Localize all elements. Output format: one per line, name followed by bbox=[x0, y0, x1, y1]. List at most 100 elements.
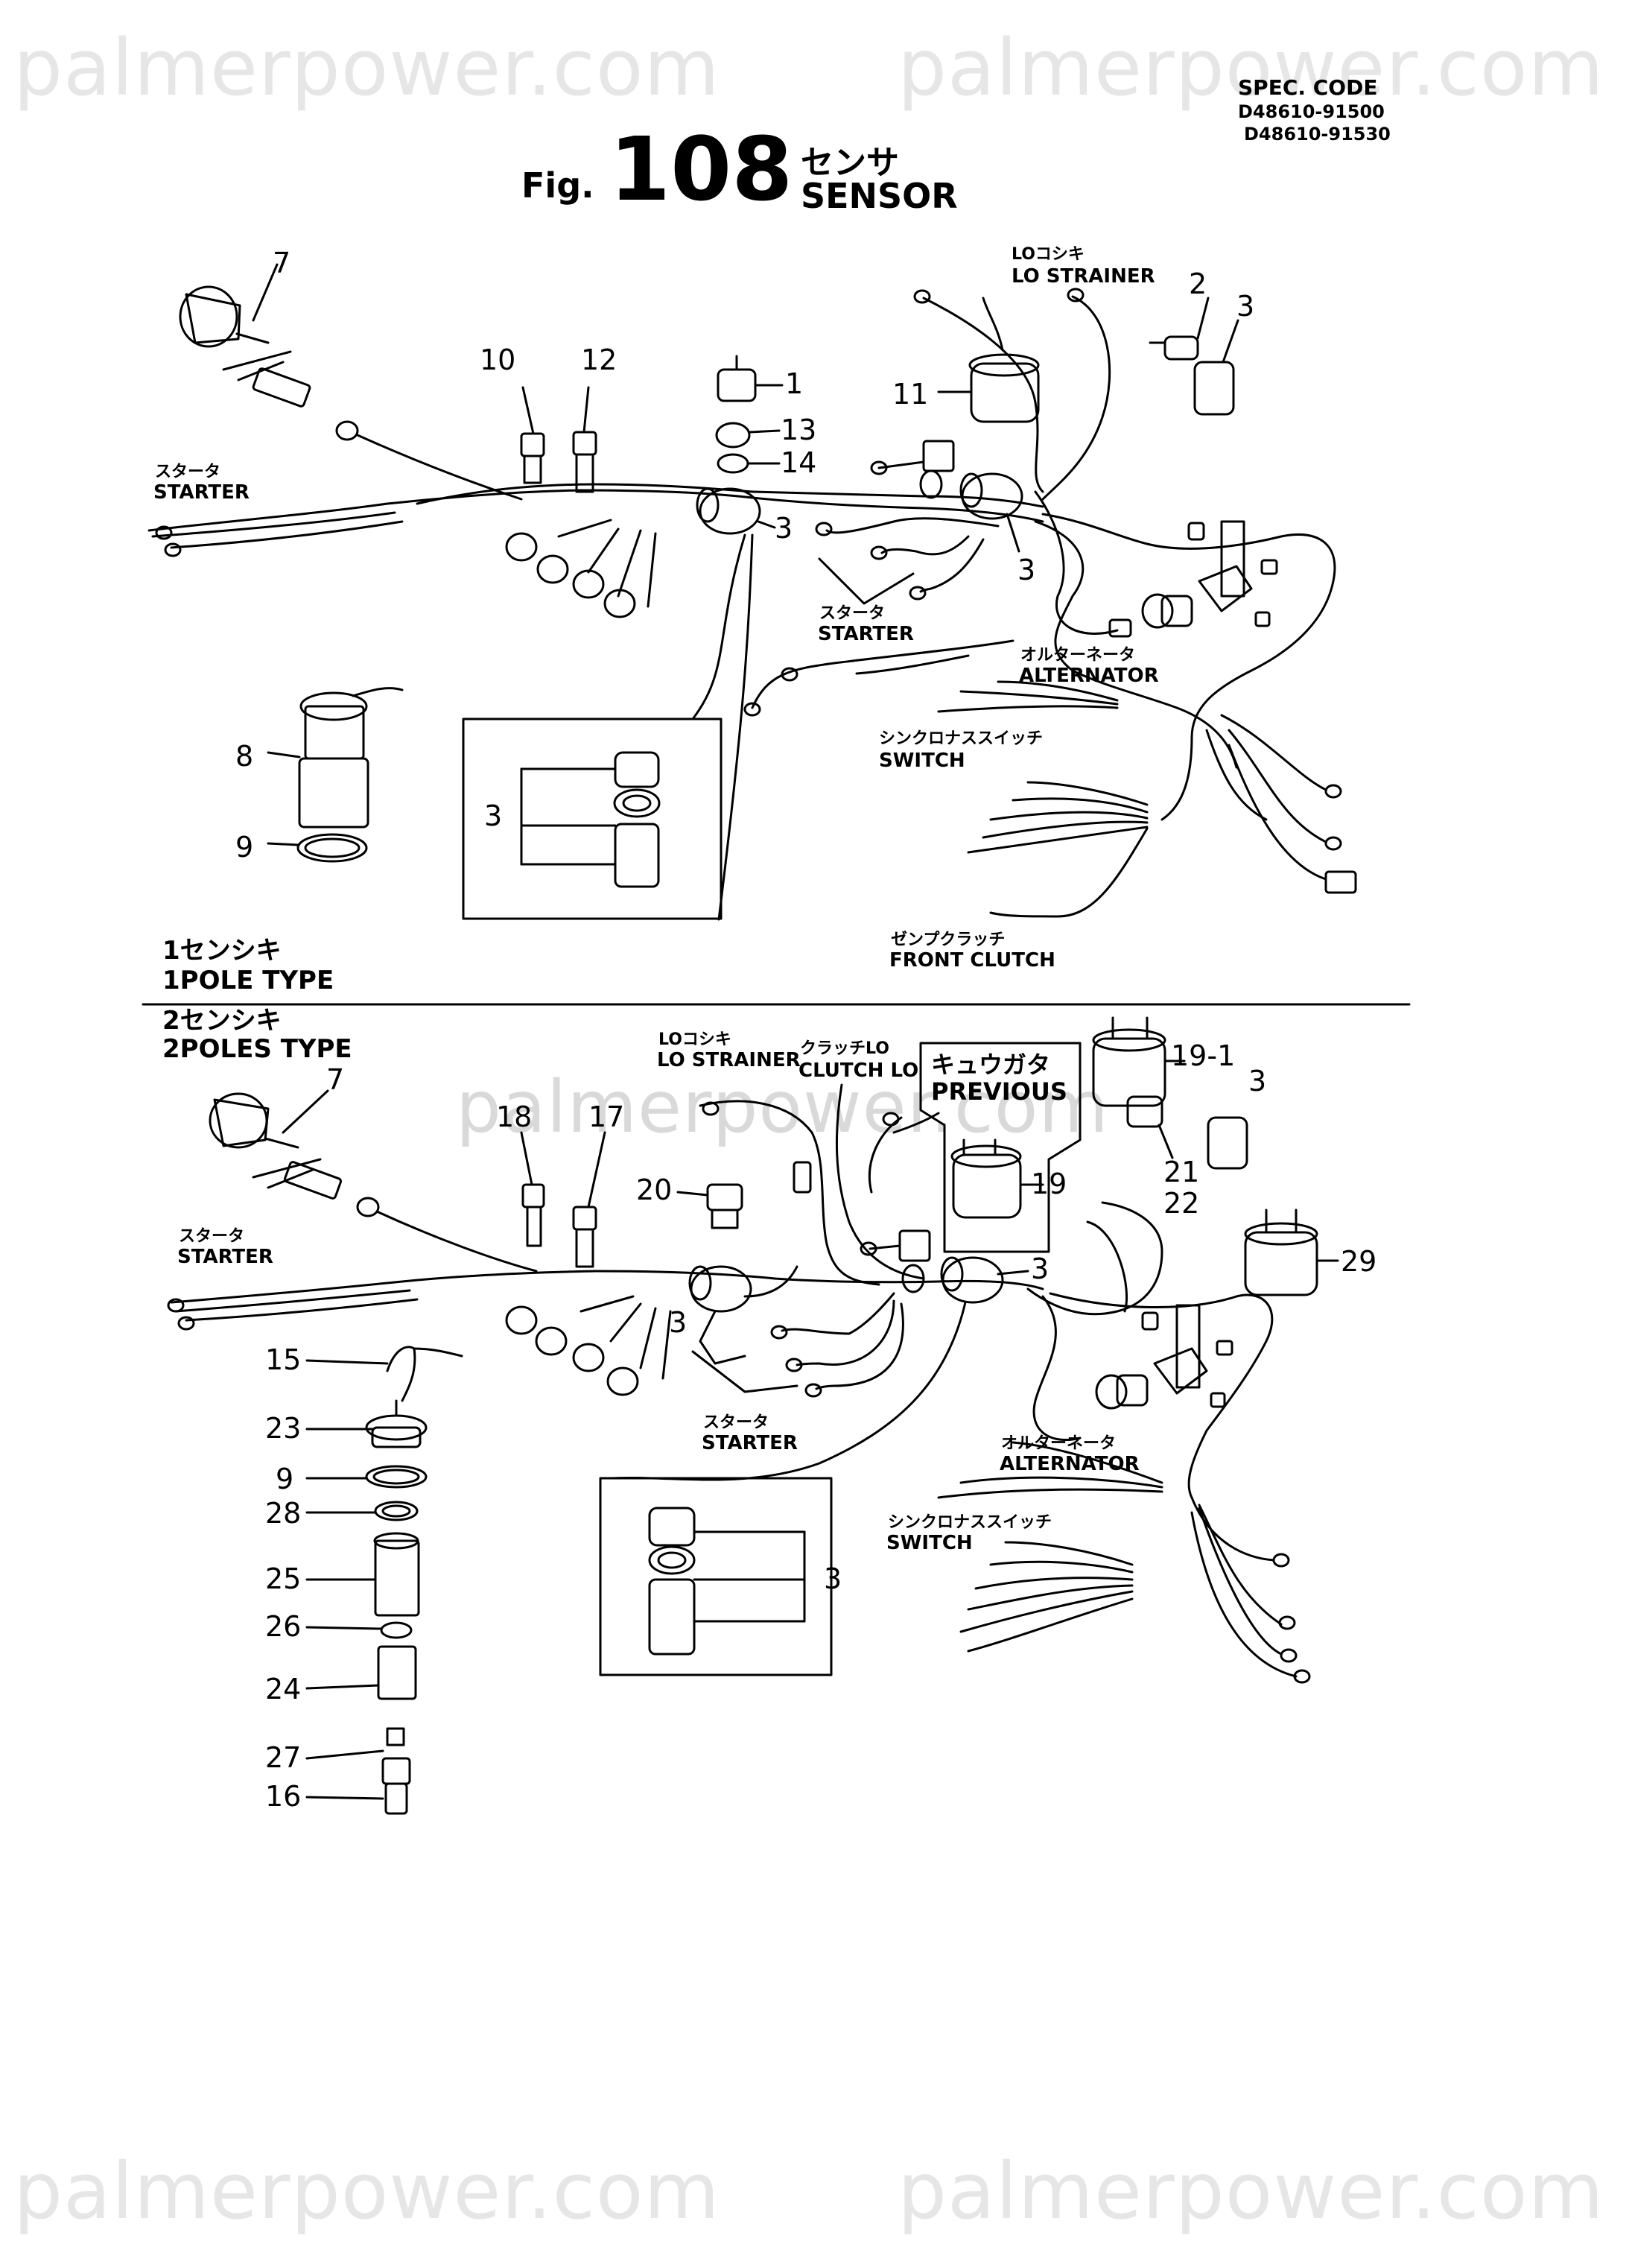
starter-ja-upper-mid: スタータ bbox=[819, 604, 886, 623]
watermark-middle: palmerpower.com bbox=[456, 1065, 1109, 1149]
callout-27: 27 bbox=[265, 1741, 302, 1774]
cap-3-upper bbox=[1193, 319, 1239, 416]
detail-box-lower bbox=[599, 1477, 833, 1676]
callout-10: 10 bbox=[480, 343, 516, 376]
callout-2-upper: 2 bbox=[1189, 267, 1207, 300]
wire-harness-upper-right bbox=[1034, 513, 1357, 894]
clutch-lo-ja: クラッチLO bbox=[800, 1039, 889, 1058]
two-pole-en: 2POLES TYPE bbox=[162, 1034, 352, 1064]
sensor-8 bbox=[267, 687, 404, 829]
starter-en-lower-left: STARTER bbox=[177, 1246, 273, 1268]
callout-1: 1 bbox=[785, 367, 804, 400]
callout-19-1: 19-1 bbox=[1171, 1039, 1236, 1072]
switch-en-lower: SWITCH bbox=[886, 1532, 973, 1554]
callout-16: 16 bbox=[265, 1780, 302, 1813]
callout-25: 25 bbox=[265, 1562, 302, 1595]
figure-title-ja: センサ bbox=[801, 144, 899, 182]
sensor-11 bbox=[937, 297, 1040, 423]
callout-26: 26 bbox=[265, 1610, 302, 1643]
o-ring-9-upper bbox=[267, 833, 368, 863]
callout-3-lower-c: 3 bbox=[669, 1306, 688, 1339]
lo-strainer-ja-lower: LOコシキ bbox=[658, 1030, 731, 1049]
clamp-upper bbox=[870, 440, 955, 499]
starter-ja-upper-left: スタータ bbox=[155, 463, 221, 481]
alternator-en-upper: ALTERNATOR bbox=[1019, 665, 1159, 687]
switch-ja-lower: シンクロナススイッチ bbox=[888, 1513, 1052, 1532]
starter-leads-upper-mid bbox=[815, 517, 1000, 605]
connector-3-upper-b bbox=[959, 472, 1023, 553]
connector-3-lower-b bbox=[609, 1256, 1029, 1481]
front-clutch-ja: ゼンプクラッチ bbox=[891, 931, 1006, 949]
spec-code-title: SPEC. CODE bbox=[1238, 75, 1378, 100]
lo-strainer-leads-upper bbox=[913, 288, 1132, 638]
one-pole-ja: 1センシキ bbox=[162, 936, 282, 966]
sensor-19-1 bbox=[1092, 1016, 1186, 1107]
starter-en-lower-mid: STARTER bbox=[702, 1432, 798, 1454]
sensor-10 bbox=[520, 386, 545, 484]
one-pole-en: 1POLE TYPE bbox=[162, 966, 334, 995]
alternator-ja-upper: オルターネータ bbox=[1020, 646, 1136, 665]
starter-ja-lower-mid: スタータ bbox=[703, 1413, 769, 1432]
watermark-bottom-right: palmerpower.com bbox=[898, 2146, 1604, 2237]
wire-harness-lower-right bbox=[1026, 1201, 1311, 1684]
sensor-29 bbox=[1244, 1209, 1339, 1296]
two-pole-ja: 2センシキ bbox=[162, 1006, 282, 1036]
sensor-2-upper bbox=[1149, 297, 1210, 361]
callout-3-lower-a: 3 bbox=[1248, 1065, 1267, 1097]
previous-ja: キュウガタ bbox=[931, 1051, 1051, 1079]
figure-number: 108 bbox=[609, 118, 793, 221]
callout-13: 13 bbox=[781, 414, 817, 446]
callout-7-lower: 7 bbox=[326, 1063, 345, 1096]
starter-ja-lower-left: スタータ bbox=[179, 1227, 245, 1246]
spec-code-2: D48610-91530 bbox=[1244, 124, 1391, 145]
callout-28: 28 bbox=[265, 1497, 302, 1530]
alternator-en-lower: ALTERNATOR bbox=[1000, 1453, 1140, 1475]
switch-ja-upper: シンクロナススイッチ bbox=[879, 729, 1044, 748]
tacho-sensor-7-lower bbox=[209, 1089, 538, 1273]
figure-title-en: SENSOR bbox=[801, 176, 958, 216]
sensor-17 bbox=[572, 1131, 606, 1268]
spec-code-1: D48610-91500 bbox=[1238, 101, 1385, 122]
switch-en-upper: SWITCH bbox=[879, 750, 965, 772]
callout-15: 15 bbox=[265, 1343, 302, 1376]
callout-11: 11 bbox=[892, 378, 929, 411]
nut-13 bbox=[715, 422, 781, 449]
sensor-21 bbox=[1126, 1095, 1174, 1159]
starter-leads-lower-mid bbox=[691, 1292, 904, 1398]
washer-14 bbox=[717, 453, 781, 474]
callout-24: 24 bbox=[265, 1673, 302, 1705]
callout-3-lower-d: 3 bbox=[824, 1562, 842, 1595]
switch-leads-lower bbox=[937, 1441, 1163, 1653]
lo-strainer-en-lower: LO STRAINER bbox=[657, 1049, 801, 1071]
callout-22: 22 bbox=[1163, 1187, 1200, 1220]
alternator-parts-upper bbox=[1141, 520, 1278, 629]
callout-14: 14 bbox=[781, 446, 817, 479]
callout-7-upper: 7 bbox=[273, 247, 291, 279]
switch-leads-upper bbox=[743, 639, 1149, 918]
callout-3-upper-c: 3 bbox=[1017, 554, 1036, 586]
wire-harness-lower bbox=[167, 1270, 1044, 1396]
previous-en: PREVIOUS bbox=[931, 1077, 1067, 1106]
sensor-20 bbox=[676, 1183, 743, 1229]
callout-9-lower: 9 bbox=[276, 1463, 294, 1495]
cap-3-lower bbox=[1207, 1116, 1248, 1170]
lower-leads-top bbox=[699, 1083, 940, 1286]
callout-12: 12 bbox=[581, 343, 617, 376]
callout-3-upper-d: 3 bbox=[484, 799, 503, 832]
callout-20: 20 bbox=[636, 1173, 673, 1206]
connector-3-lower-a bbox=[688, 1265, 798, 1365]
clamp-lower bbox=[860, 1229, 931, 1293]
wire-harness-upper bbox=[147, 483, 1044, 618]
connector-3-upper-a bbox=[691, 487, 776, 921]
previous-frame bbox=[919, 1042, 1082, 1253]
front-clutch-en: FRONT CLUTCH bbox=[889, 949, 1055, 972]
callout-29: 29 bbox=[1341, 1245, 1377, 1278]
callout-3-upper-a: 3 bbox=[1236, 290, 1255, 323]
alternator-parts-lower bbox=[1095, 1304, 1233, 1410]
tacho-sensor-7-upper bbox=[179, 263, 523, 501]
callout-3-lower-b: 3 bbox=[1031, 1252, 1050, 1285]
callout-8: 8 bbox=[235, 740, 254, 773]
clutch-lo-en: CLUTCH LO bbox=[798, 1059, 919, 1082]
starter-en-upper-left: STARTER bbox=[153, 481, 250, 504]
